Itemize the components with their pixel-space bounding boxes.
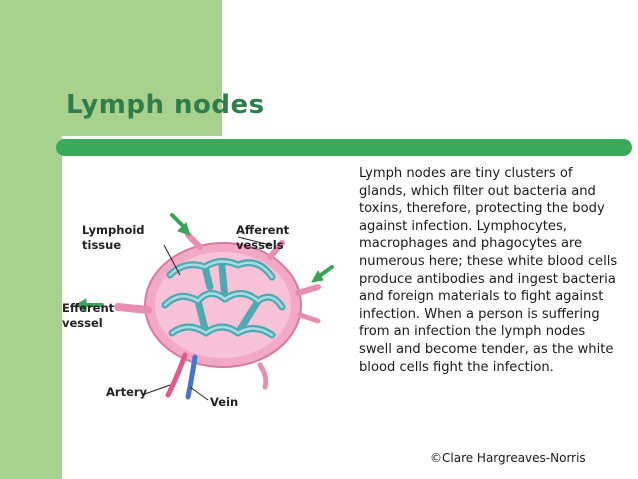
label-vein: Vein [210,395,239,409]
efferent-vessel [114,303,152,314]
label-lymphoid-line2: tissue [82,238,122,252]
slide-title: Lymph nodes [66,90,265,120]
label-efferent-line2: vessel [62,316,103,330]
artery-vessel [165,352,188,398]
title-underline-bar [56,139,632,156]
label-artery: Artery [106,385,148,399]
label-lymphoid-tissue: Lymphoid tissue [82,223,145,253]
label-afferent-line2: vessels [236,238,284,252]
label-lymphoid-line1: Lymphoid [82,223,145,237]
copyright-credit: ©Clare Hargreaves-Norris [430,451,586,465]
label-afferent-vessels: Afferent vessels [236,223,289,253]
decorative-green-block [0,0,222,136]
body-paragraph: Lymph nodes are tiny clusters of glands,… [359,166,618,375]
lymph-node-illustration [75,213,334,401]
afferent-vessels [185,232,321,324]
label-efferent-vessel: Efferent vessel [62,301,114,331]
lymph-node-diagram: Lymphoid tissue Afferent vessels Efferen… [60,205,350,430]
flow-arrows [75,213,334,312]
label-afferent-line1: Afferent [236,223,290,237]
decorative-green-strip [0,136,62,479]
label-efferent-line1: Efferent [62,301,115,315]
vein-vessel [185,354,198,400]
label-pointers [141,236,271,401]
lower-vessel [257,362,269,390]
lymphoid-highlight [163,260,284,337]
